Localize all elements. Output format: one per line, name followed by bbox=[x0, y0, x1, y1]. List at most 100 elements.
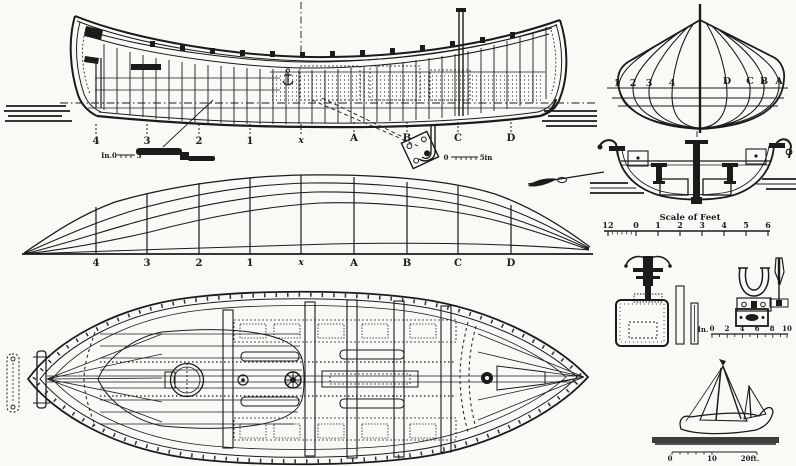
station-label: 2 bbox=[196, 258, 203, 269]
section-label: B bbox=[760, 76, 768, 87]
station-label: B bbox=[403, 258, 411, 269]
plate-scale-end: 5in bbox=[480, 153, 493, 162]
half-breadth-plan: 4 3 2 1 x A B C D bbox=[22, 174, 593, 269]
thwarts bbox=[222, 299, 452, 459]
station-label: D bbox=[507, 258, 516, 269]
station-label: x bbox=[297, 258, 304, 268]
sail-plan-sketch: 0 10 20ft. bbox=[652, 359, 779, 463]
sail-scale-tick: 10 bbox=[707, 454, 717, 463]
bottom-case-right bbox=[702, 178, 732, 196]
batten bbox=[690, 302, 699, 345]
batten bbox=[675, 285, 685, 345]
slotted-plate bbox=[735, 308, 769, 327]
plate-scale-start: 0 bbox=[444, 153, 449, 162]
section-label: A bbox=[774, 76, 783, 87]
station-label: C bbox=[454, 133, 462, 144]
square-tank bbox=[615, 299, 669, 347]
side-air-case-left bbox=[627, 150, 649, 167]
half-breadth-stations bbox=[95, 175, 512, 254]
station-label: 3 bbox=[144, 136, 151, 147]
bow-tank bbox=[496, 365, 546, 391]
sails bbox=[685, 359, 767, 422]
rudder bbox=[6, 353, 20, 413]
inches-scale-prefix: In. bbox=[698, 325, 709, 334]
waterline-curves bbox=[23, 174, 591, 254]
feet-scale-title: Scale of Feet bbox=[659, 213, 720, 223]
inches-scale-tick: 10 bbox=[782, 324, 792, 333]
section-curves-left bbox=[618, 22, 701, 129]
bow-finial bbox=[84, 26, 103, 40]
feet-scale-tick: 3 bbox=[699, 220, 705, 230]
deck-outline-inner bbox=[39, 298, 578, 458]
stern-planking bbox=[46, 333, 163, 423]
steering-oar bbox=[527, 171, 605, 187]
deck-plan-view bbox=[6, 290, 590, 466]
section-water-right bbox=[762, 178, 796, 190]
stern-case-boundary bbox=[97, 329, 305, 429]
side-air-cases-top bbox=[233, 319, 457, 343]
section-water-left bbox=[590, 182, 644, 194]
feet-scale-tick: 0 bbox=[633, 220, 639, 230]
station-label: 4 bbox=[93, 136, 100, 147]
station-label: B bbox=[403, 133, 411, 144]
sail-scale-tick: 20ft. bbox=[741, 454, 759, 463]
sail-scale: 0 10 20ft. bbox=[668, 451, 759, 463]
deck-outline-outer bbox=[26, 290, 590, 466]
sternpost-bar bbox=[33, 350, 50, 409]
stern-post bbox=[539, 19, 568, 117]
mast bbox=[456, 8, 466, 116]
inches-scale-tick: 2 bbox=[725, 324, 730, 333]
ceiling-line bbox=[51, 305, 567, 450]
inches-scale-tick: 8 bbox=[770, 324, 775, 333]
section-label: C bbox=[746, 76, 754, 87]
station-ticks bbox=[95, 122, 512, 134]
scale-of-feet: Scale of Feet 12 0 1 2 3 4 5 6 bbox=[602, 213, 771, 236]
station-label: C bbox=[454, 258, 462, 269]
water-hatch-right bbox=[542, 110, 597, 127]
station-label: 3 bbox=[144, 258, 151, 269]
feet-scale-tick: 1 bbox=[655, 220, 661, 230]
side-elevation-view: 4 3 2 1 x A B C D In.0 3 bbox=[4, 2, 597, 170]
feet-scale-tick: 6 bbox=[765, 220, 771, 230]
station-label: A bbox=[349, 258, 358, 269]
section-label: 4 bbox=[669, 78, 676, 89]
body-plan-view: 1 2 3 4 D C B A bbox=[607, 4, 788, 133]
hull-frames bbox=[103, 27, 547, 124]
station-label: x bbox=[297, 136, 304, 146]
side-air-case-right bbox=[745, 148, 767, 165]
feet-scale-tick: 5 bbox=[743, 220, 749, 230]
sail-scale-tick: 0 bbox=[668, 454, 673, 463]
gunwale-horn-right bbox=[775, 138, 793, 159]
thole-pin bbox=[769, 257, 789, 308]
inches-scale-tick: 6 bbox=[755, 324, 760, 333]
bottom-case-left bbox=[659, 178, 689, 196]
station-label: D bbox=[507, 133, 516, 144]
section-label: D bbox=[723, 76, 731, 87]
keel-detail: In.0 3 bbox=[101, 99, 215, 161]
center-fittings bbox=[237, 349, 546, 409]
station-label: 2 bbox=[196, 136, 203, 147]
crutch-pump-assembly bbox=[624, 255, 672, 303]
inches-scale-tick: 4 bbox=[740, 324, 745, 333]
body-waterlines bbox=[607, 87, 788, 107]
bulkhead-dashed-stern bbox=[83, 331, 96, 427]
bulkhead-dashed-bow bbox=[459, 321, 477, 433]
air-case-dots bbox=[272, 75, 543, 101]
section-hull-inner bbox=[621, 145, 770, 196]
keel-scale-end: 3 bbox=[137, 151, 142, 160]
keel-section bbox=[691, 197, 702, 204]
inches-scale-tick: 0 bbox=[710, 324, 715, 333]
bow-planking bbox=[477, 333, 585, 421]
fittings-inches-scale: In. 0 2 4 6 8 10 bbox=[698, 324, 792, 338]
feet-scale-tick: 4 bbox=[721, 220, 727, 230]
station-label: A bbox=[349, 133, 358, 144]
station-label: 1 bbox=[247, 136, 254, 147]
rail-posts bbox=[150, 32, 515, 58]
center-post bbox=[693, 141, 700, 197]
body-outline bbox=[617, 19, 786, 130]
station-label: 4 bbox=[93, 258, 100, 269]
water-hatch-left bbox=[4, 105, 72, 122]
mast-ring bbox=[164, 362, 205, 398]
